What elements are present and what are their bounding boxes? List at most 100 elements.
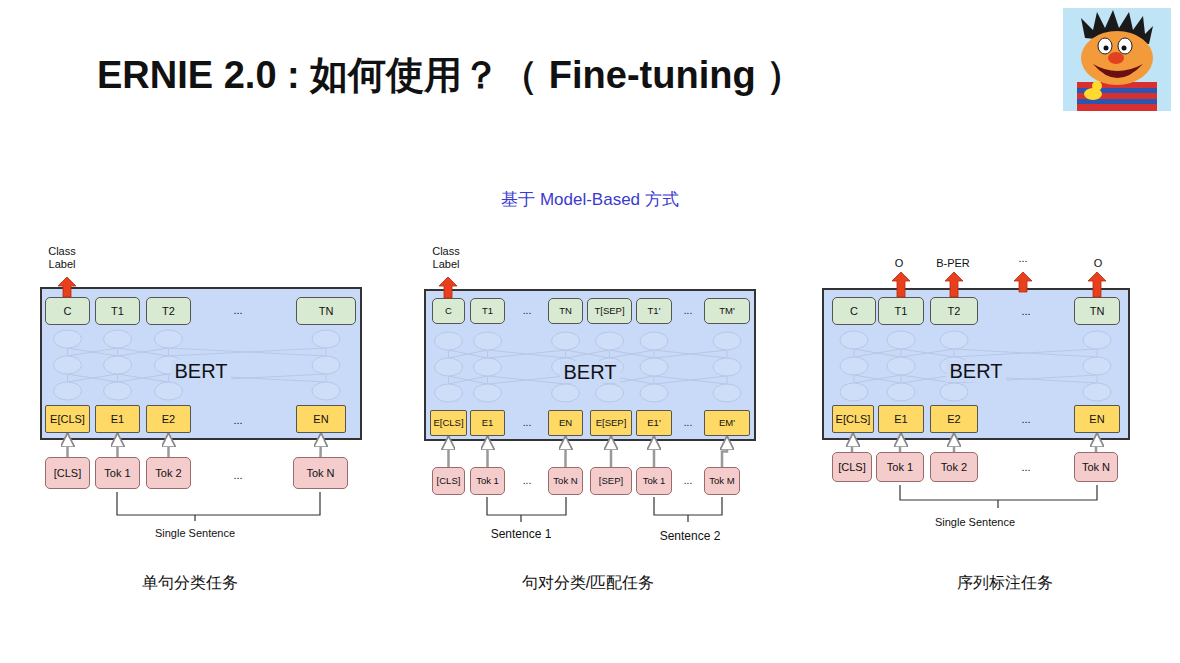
network-unit xyxy=(155,330,183,348)
token-text: T1 xyxy=(895,305,908,317)
embedding-box: EM' xyxy=(704,410,750,436)
eye xyxy=(1118,38,1132,54)
annotation-label: ... xyxy=(233,414,242,427)
input-arrow xyxy=(564,436,567,467)
input-token-box: Tok M xyxy=(704,467,740,495)
embedding-box: EN xyxy=(1074,405,1120,433)
input-arrow xyxy=(610,436,613,467)
annotation-label: Class Label xyxy=(426,245,466,270)
input-arrow xyxy=(447,436,450,467)
token-text: [SEP] xyxy=(599,476,623,486)
model-name: BERT xyxy=(946,360,1007,382)
network-unit xyxy=(552,384,580,402)
network-link xyxy=(654,350,727,358)
token-text: EN xyxy=(1089,413,1104,425)
network-link xyxy=(654,376,655,384)
output-arrow xyxy=(1088,272,1106,297)
annotation-label: Sentence 1 xyxy=(491,528,552,542)
network-link xyxy=(610,350,655,358)
input-arrow xyxy=(167,433,170,457)
network-link xyxy=(854,375,901,383)
network-unit xyxy=(474,384,502,402)
encoder-box: CT1TNT[SEP]T1'TM'E[CLS]E1ENE[SEP]E1'EM'B… xyxy=(424,289,756,441)
token-text: E[CLS] xyxy=(433,418,463,428)
network-link xyxy=(901,375,902,383)
network-link xyxy=(566,350,610,358)
network-unit xyxy=(54,330,82,348)
network-link xyxy=(488,376,566,384)
nose xyxy=(1108,52,1124,64)
network-link xyxy=(854,349,855,357)
network-unit xyxy=(1083,357,1111,375)
token-text: [CLS] xyxy=(838,461,866,473)
annotation-label: 基于 Model-Based 方式 xyxy=(501,190,679,210)
network-link xyxy=(448,376,449,384)
token-text: TM' xyxy=(719,306,735,316)
output-vector-box: TM' xyxy=(704,298,750,324)
output-vector-box: T1 xyxy=(95,297,140,325)
input-token-box: Tok 1 xyxy=(636,467,672,495)
token-text: Tok 2 xyxy=(155,467,181,479)
output-arrow xyxy=(1014,272,1032,292)
network-link xyxy=(67,348,68,356)
network-unit xyxy=(1083,331,1111,349)
token-text: Tok M xyxy=(709,476,734,486)
network-unit xyxy=(640,358,668,376)
input-token-box: Tok N xyxy=(548,467,583,495)
token-text: Tok 1 xyxy=(887,461,913,473)
output-vector-box: T[SEP] xyxy=(587,298,632,324)
network-link xyxy=(169,348,327,356)
network-unit xyxy=(713,358,741,376)
network-link xyxy=(169,348,327,356)
sentence-bracket xyxy=(654,497,722,522)
network-link xyxy=(610,350,655,358)
output-vector-box: TN xyxy=(548,298,583,324)
network-link xyxy=(488,350,566,358)
network-unit xyxy=(104,382,132,400)
output-vector-box: C xyxy=(45,297,90,325)
annotation-label: ... xyxy=(523,475,531,487)
token-text: E[CLS] xyxy=(836,413,871,425)
output-arrow xyxy=(58,277,76,297)
annotation-label: ... xyxy=(684,417,692,429)
input-arrow xyxy=(953,433,956,452)
network-unit xyxy=(474,358,502,376)
embedding-box: E[CLS] xyxy=(832,405,874,433)
network-unit xyxy=(435,332,463,350)
picture-ground xyxy=(1063,8,1171,111)
token-text: Tok N xyxy=(553,476,577,486)
network-link xyxy=(1097,375,1098,383)
network-link xyxy=(854,375,901,383)
network-link xyxy=(566,350,610,358)
output-arrow xyxy=(892,272,910,297)
output-arrow xyxy=(945,272,963,297)
network-unit xyxy=(887,383,915,401)
network-link xyxy=(118,348,169,356)
annotation-label: Class Label xyxy=(42,245,82,270)
token-text: E1 xyxy=(894,413,907,425)
network-unit xyxy=(640,384,668,402)
annotation-label: ... xyxy=(1021,461,1030,474)
network-unit xyxy=(887,357,915,375)
output-vector-box: T1 xyxy=(470,298,505,324)
token-text: C xyxy=(64,305,72,317)
network-link xyxy=(449,350,488,358)
input-token-box: Tok 1 xyxy=(470,467,505,495)
network-link xyxy=(488,376,566,384)
network-unit xyxy=(435,384,463,402)
network-link xyxy=(487,376,488,384)
annotation-label: ... xyxy=(523,417,531,429)
network-unit xyxy=(54,356,82,374)
annotation-label: Sentence 2 xyxy=(660,530,721,544)
token-text: Tok N xyxy=(306,467,334,479)
token-text: TN xyxy=(559,306,572,316)
token-text: E1 xyxy=(482,418,494,428)
token-text: T2 xyxy=(948,305,961,317)
shirt-stripe xyxy=(1077,88,1157,93)
output-arrow xyxy=(439,277,457,298)
input-token-box: Tok N xyxy=(293,457,348,489)
network-link xyxy=(654,350,727,358)
input-arrow xyxy=(852,433,853,452)
embedding-box: E[CLS] xyxy=(430,410,467,436)
input-token-box: [CLS] xyxy=(45,457,90,489)
